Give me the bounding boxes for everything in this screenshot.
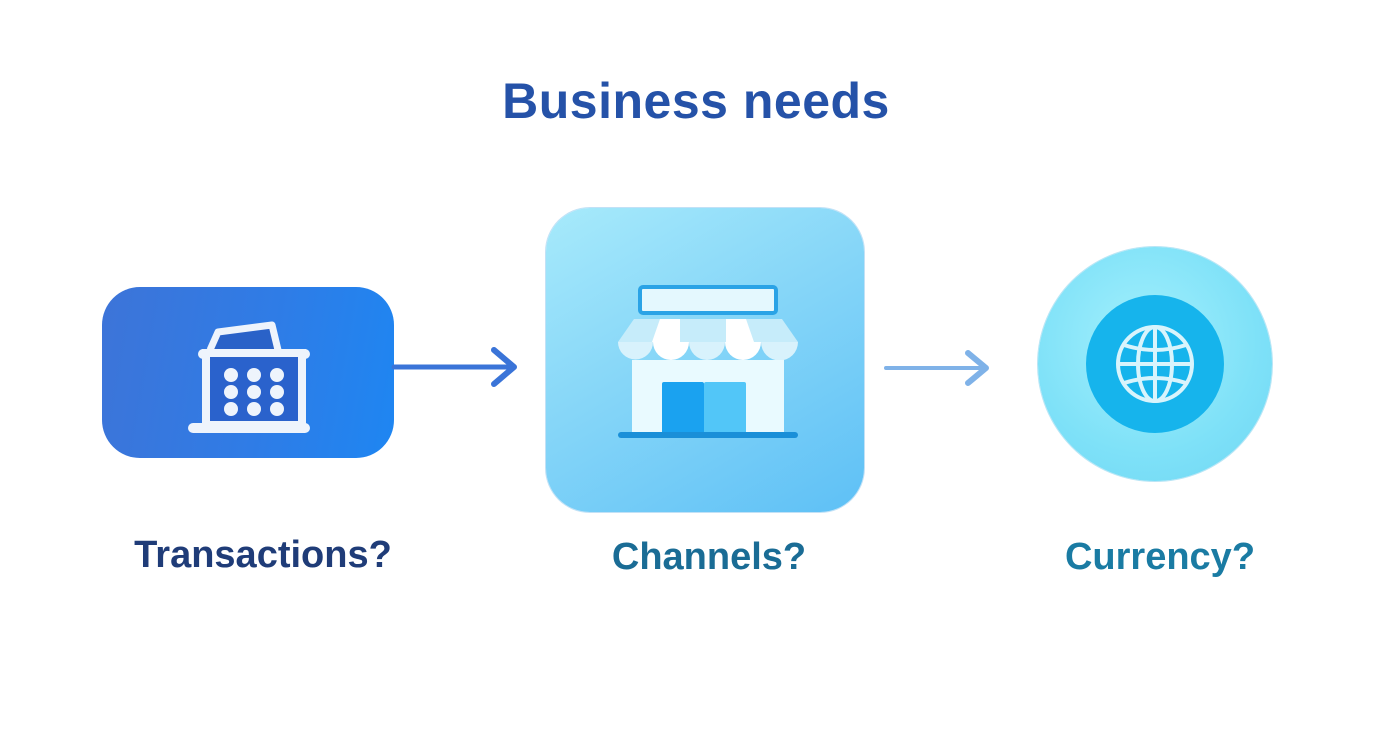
channels-node bbox=[546, 208, 864, 512]
transactions-label: Transactions? bbox=[134, 534, 392, 576]
globe-badge bbox=[1086, 295, 1224, 433]
shopping-basket-icon bbox=[188, 321, 310, 433]
transactions-node bbox=[102, 287, 394, 458]
currency-label: Currency? bbox=[1064, 536, 1256, 578]
arrow-right-icon bbox=[884, 350, 989, 386]
globe-icon bbox=[1116, 325, 1194, 403]
storefront-icon bbox=[618, 285, 798, 438]
channels-label: Channels? bbox=[611, 536, 807, 578]
diagram-title: Business needs bbox=[502, 73, 890, 129]
arrow-right-icon bbox=[391, 347, 517, 387]
currency-node bbox=[1038, 247, 1272, 481]
